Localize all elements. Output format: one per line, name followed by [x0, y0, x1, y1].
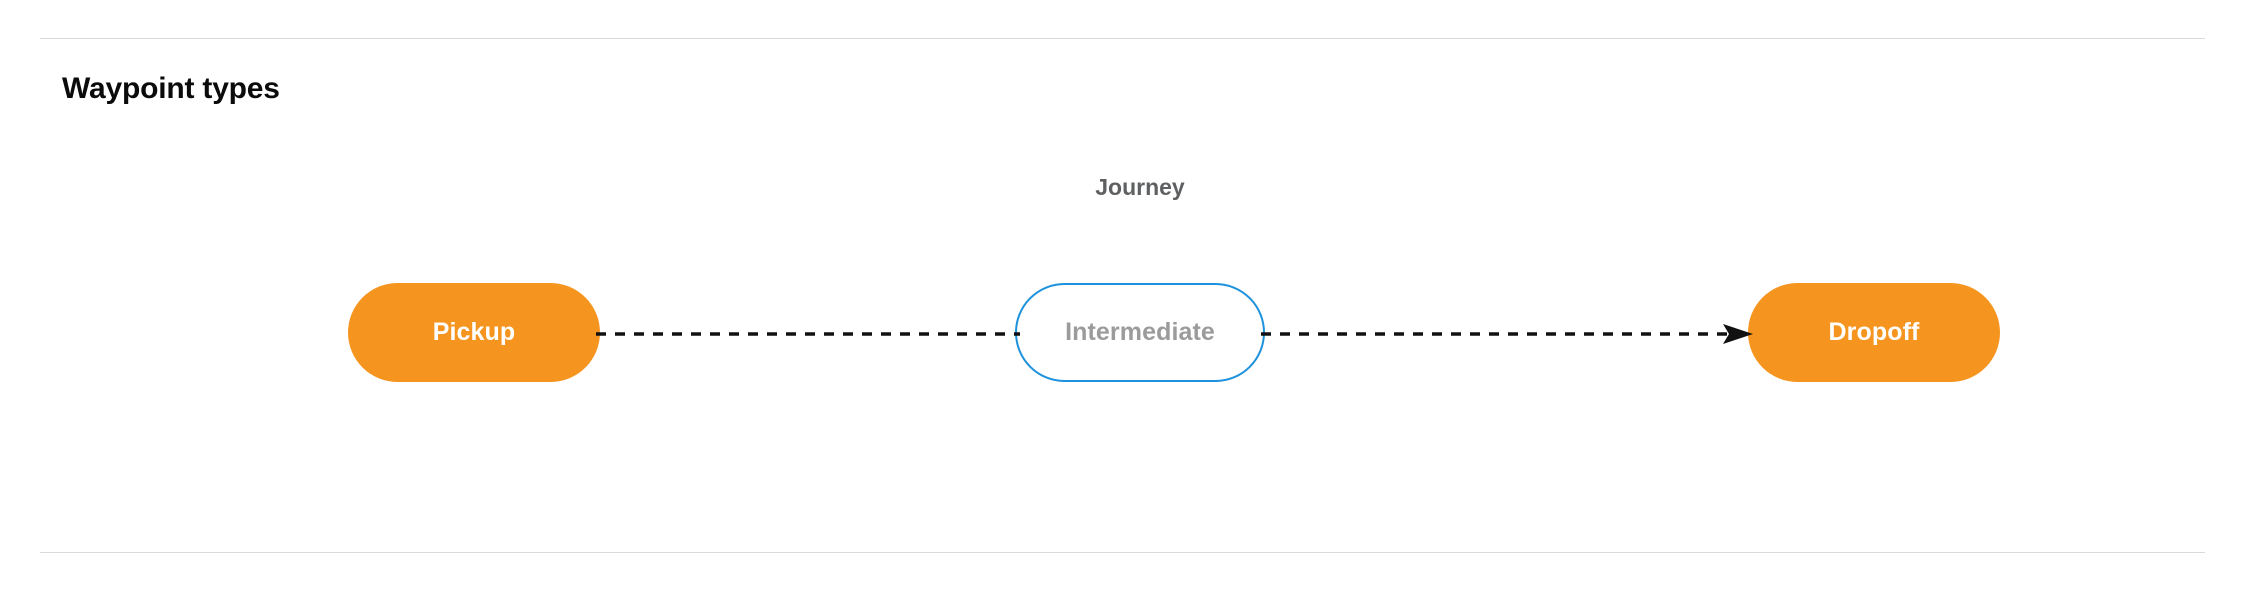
waypoint-node-pickup[interactable]: Pickup [348, 283, 600, 382]
arrowhead-icon [1723, 324, 1753, 344]
section-divider-top [40, 38, 2205, 39]
section-divider-bottom [40, 552, 2205, 553]
connector-pickup-to-intermediate [596, 332, 1020, 336]
waypoint-node-dropoff[interactable]: Dropoff [1748, 283, 2000, 382]
journey-group-label: Journey [1095, 174, 1185, 200]
connector-intermediate-to-dropoff [1261, 324, 1753, 344]
waypoint-node-intermediate[interactable]: Intermediate [1015, 283, 1265, 382]
page-title: Waypoint types [62, 72, 280, 105]
